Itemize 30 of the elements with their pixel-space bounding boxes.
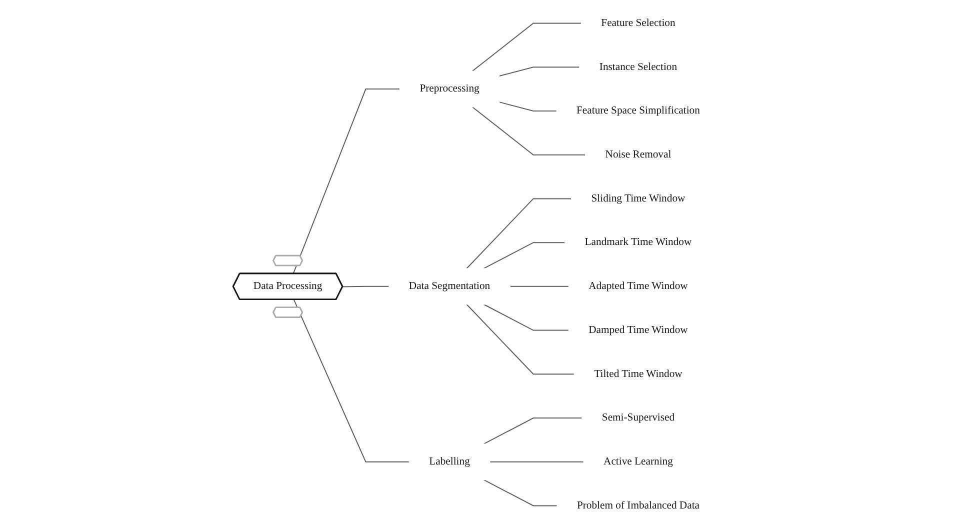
connector xyxy=(293,299,410,462)
connector xyxy=(483,479,558,506)
connector xyxy=(466,304,575,375)
connector xyxy=(472,106,586,156)
connector xyxy=(510,286,570,287)
connector xyxy=(292,88,400,274)
node-text: Feature Space Simplification xyxy=(576,105,700,116)
connector xyxy=(489,461,584,462)
node-text: Active Learning xyxy=(604,456,673,468)
connector xyxy=(472,22,582,72)
connector xyxy=(483,242,566,269)
node-text: Data Segmentation xyxy=(408,280,490,292)
node-text: Tilted Time Window xyxy=(594,368,682,380)
connector xyxy=(342,286,390,288)
node-text: Instance Selection xyxy=(599,61,678,72)
node-text: Labelling xyxy=(429,456,470,468)
node-text: Noise Removal xyxy=(605,148,672,160)
node-text: Sliding Time Window xyxy=(591,192,686,204)
node-text: Landmark Time Window xyxy=(584,236,692,248)
node-text: Damped Time Window xyxy=(588,324,688,336)
connector xyxy=(466,198,572,269)
connector xyxy=(498,66,580,77)
connector xyxy=(483,418,582,444)
node-text: Problem of Imbalanced Data xyxy=(576,500,700,512)
connector xyxy=(498,102,558,112)
connector xyxy=(483,304,570,331)
node-text: Preprocessing xyxy=(420,83,480,94)
node-text: Adapted Time Window xyxy=(588,280,688,292)
node-text: Feature Selection xyxy=(601,17,676,29)
node-text: Semi-Supervised xyxy=(602,412,675,424)
